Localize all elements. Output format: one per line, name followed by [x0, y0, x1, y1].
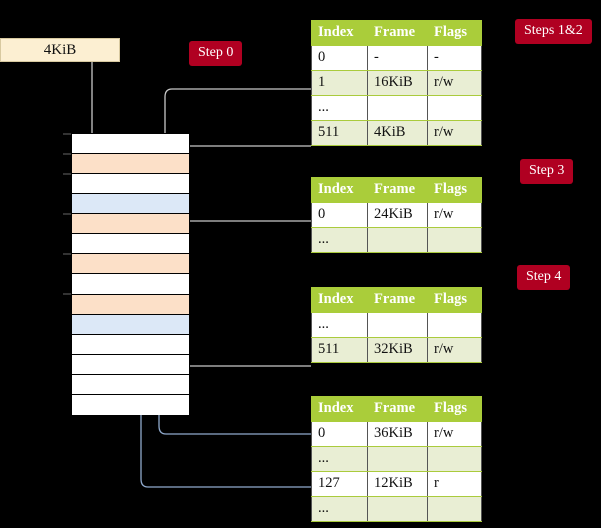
badge-step-0: Step 0 — [189, 41, 243, 66]
badge-step-3: Step 3 — [520, 159, 574, 184]
badge-steps-1-2: Steps 1&2 — [515, 19, 592, 44]
cell-index: 511 — [311, 120, 368, 146]
cell-flags: r/w — [427, 421, 482, 447]
cell-index: ... — [311, 95, 368, 121]
source-page-label: 4KiB — [43, 41, 77, 58]
memory-frame-13 — [72, 394, 189, 415]
table-row: ... — [311, 227, 482, 253]
physical-memory-frames — [71, 133, 190, 415]
memory-frame-7 — [72, 274, 189, 295]
cell-frame: 4KiB — [367, 120, 428, 146]
cell-index: ... — [311, 312, 368, 338]
cell-index: 0 — [311, 421, 368, 447]
source-page-box: 4KiB — [0, 38, 120, 62]
memory-frame-1 — [72, 154, 189, 175]
memory-frame-10 — [72, 334, 189, 355]
table-row: ... — [311, 496, 482, 522]
cell-flags — [427, 95, 482, 121]
cell-index: ... — [311, 446, 368, 472]
memory-frame-0 — [72, 134, 189, 155]
column-header-index: Index — [311, 20, 368, 46]
cell-frame: 24KiB — [367, 202, 428, 228]
cell-index: 127 — [311, 471, 368, 497]
cell-flags: - — [427, 45, 482, 71]
column-header-frame: Frame — [367, 396, 428, 422]
cell-frame: 12KiB — [367, 471, 428, 497]
memory-frame-6 — [72, 254, 189, 275]
column-header-index: Index — [311, 287, 368, 313]
cell-index: 0 — [311, 202, 368, 228]
cell-frame: 16KiB — [367, 70, 428, 96]
memory-frame-12 — [72, 374, 189, 395]
memory-frame-5 — [72, 234, 189, 255]
memory-frame-11 — [72, 354, 189, 375]
badge-step-4: Step 4 — [517, 265, 571, 290]
cell-index: 0 — [311, 45, 368, 71]
cell-flags — [427, 312, 482, 338]
column-header-flags: Flags — [427, 20, 482, 46]
memory-frame-3 — [72, 194, 189, 215]
memory-frame-8 — [72, 294, 189, 315]
cell-frame — [367, 312, 428, 338]
column-header-index: Index — [311, 396, 368, 422]
cell-frame — [367, 496, 428, 522]
column-header-frame: Frame — [367, 177, 428, 203]
table-row: ... — [311, 312, 482, 338]
cell-index: ... — [311, 496, 368, 522]
cell-flags — [427, 446, 482, 472]
cell-flags: r/w — [427, 70, 482, 96]
column-header-flags: Flags — [427, 287, 482, 313]
cell-flags: r/w — [427, 202, 482, 228]
cell-frame: 36KiB — [367, 421, 428, 447]
table-row: 0-- — [311, 45, 482, 71]
column-header-frame: Frame — [367, 287, 428, 313]
column-header-flags: Flags — [427, 396, 482, 422]
cell-frame — [367, 446, 428, 472]
cell-index: 1 — [311, 70, 368, 96]
cell-frame: - — [367, 45, 428, 71]
table-row: ... — [311, 95, 482, 121]
table-row: ... — [311, 446, 482, 472]
column-header-frame: Frame — [367, 20, 428, 46]
cell-flags — [427, 227, 482, 253]
cell-index: ... — [311, 227, 368, 253]
cell-flags: r/w — [427, 337, 482, 363]
cell-flags — [427, 496, 482, 522]
cell-frame: 32KiB — [367, 337, 428, 363]
column-header-index: Index — [311, 177, 368, 203]
cell-index: 511 — [311, 337, 368, 363]
cell-frame — [367, 227, 428, 253]
memory-frame-4 — [72, 214, 189, 235]
cell-frame — [367, 95, 428, 121]
cell-flags: r — [427, 471, 482, 497]
column-header-flags: Flags — [427, 177, 482, 203]
frame-tick-marks — [63, 133, 71, 295]
cell-flags: r/w — [427, 120, 482, 146]
memory-frame-9 — [72, 314, 189, 335]
memory-frame-2 — [72, 174, 189, 195]
